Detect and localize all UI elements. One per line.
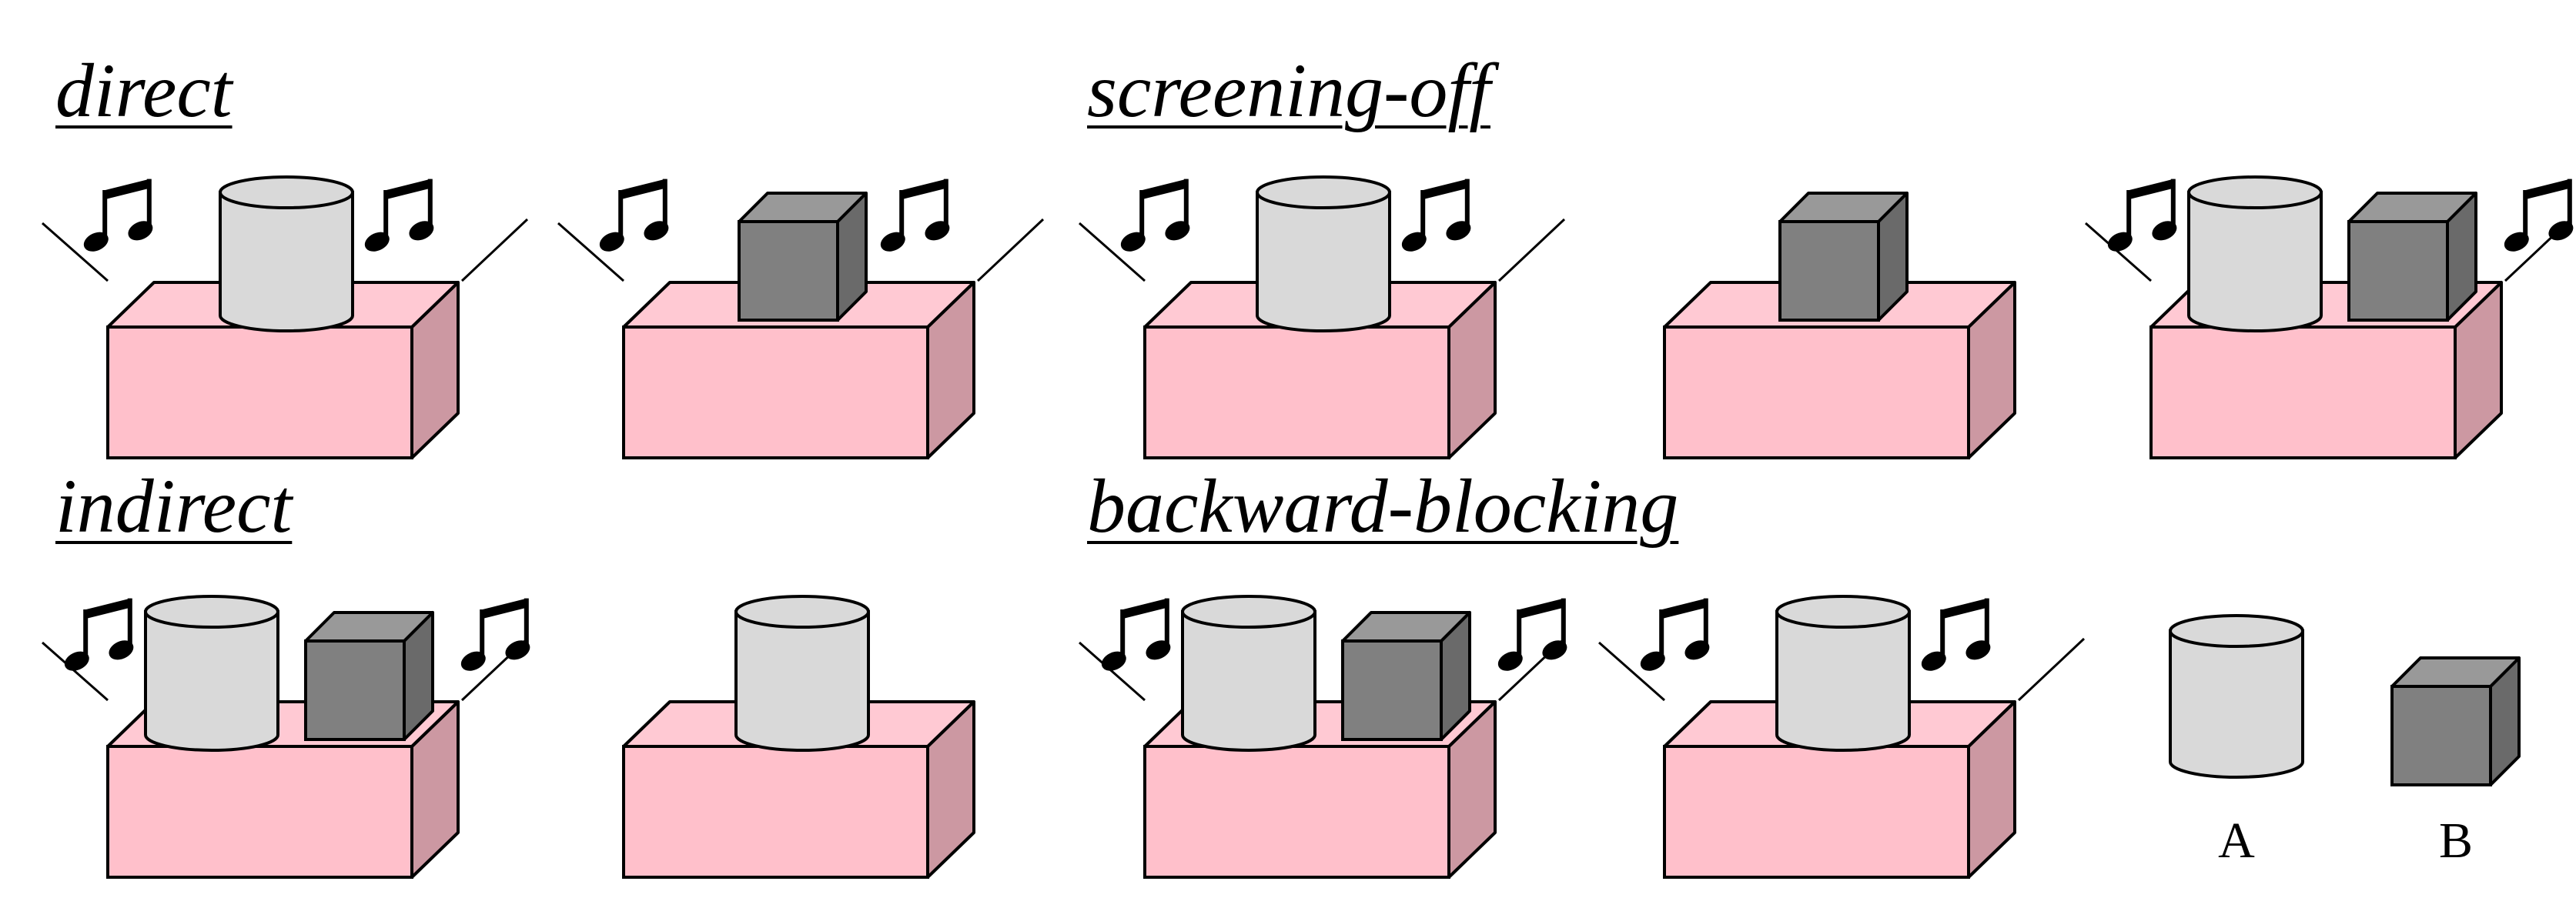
- music-note-icon: [1921, 598, 1991, 671]
- platform-front: [106, 745, 413, 879]
- sound-ray-icon: [1598, 637, 2086, 702]
- panel-7: [622, 595, 975, 879]
- label-backward-blocking: backward-blocking: [1087, 463, 1679, 549]
- sound-ray-icon: [42, 218, 529, 282]
- panel-6: [42, 595, 530, 879]
- legend-label-a: A: [2218, 813, 2255, 869]
- label-direct: direct: [55, 48, 233, 133]
- platform-front: [2149, 325, 2457, 459]
- music-note-icon: [64, 598, 134, 671]
- cylinder-a-top: [2187, 175, 2323, 209]
- cylinder-a-body: [1256, 191, 1391, 332]
- cube-b-front: [2390, 685, 2492, 786]
- cylinder-a-body: [1181, 610, 1316, 752]
- cylinder-a-body: [219, 191, 354, 332]
- cylinder-a-top: [219, 175, 354, 209]
- panel-5: [2085, 175, 2574, 459]
- cylinder-a-top: [2169, 614, 2304, 648]
- music-note-icon: [599, 179, 669, 252]
- cylinder-a-top: [144, 595, 279, 629]
- platform-front: [1663, 745, 1970, 879]
- cylinder-a-body: [2187, 191, 2323, 332]
- cylinder-a-top: [1181, 595, 1316, 629]
- platform-front: [106, 325, 413, 459]
- platform-front: [622, 745, 929, 879]
- legend: [2169, 614, 2521, 786]
- platform-front: [622, 325, 929, 459]
- cylinder-a-top: [1775, 595, 1911, 629]
- music-note-icon: [2107, 179, 2177, 252]
- music-note-icon: [1497, 598, 1567, 671]
- music-note-icon: [1101, 598, 1171, 671]
- music-note-icon: [2504, 179, 2574, 252]
- cube-b-front: [2347, 220, 2449, 322]
- platform-front: [1143, 325, 1450, 459]
- cylinder-a-top: [1256, 175, 1391, 209]
- cube-b-front: [1778, 220, 1880, 322]
- panel-1: [42, 175, 529, 459]
- panel-2: [557, 179, 1045, 459]
- panel-9: [1598, 595, 2086, 879]
- panel-4: [1663, 192, 2016, 459]
- cylinder-a-body: [144, 610, 279, 752]
- music-note-icon: [83, 179, 153, 252]
- cylinder-a-body: [2169, 629, 2304, 779]
- legend-label-b: B: [2438, 813, 2474, 869]
- sound-ray-icon: [1079, 218, 1566, 282]
- music-note-icon: [364, 179, 434, 252]
- cylinder-a-body: [1775, 610, 1911, 752]
- platform-front: [1143, 745, 1450, 879]
- cylinder-a-body: [734, 610, 870, 752]
- music-note-icon: [1640, 598, 1710, 671]
- music-note-icon: [460, 598, 530, 671]
- cylinder-a-top: [734, 595, 870, 629]
- music-note-icon: [1120, 179, 1190, 252]
- cube-b-front: [738, 220, 839, 322]
- label-indirect: indirect: [55, 463, 293, 549]
- platform-front: [1663, 325, 1970, 459]
- cube-b-front: [1341, 639, 1443, 741]
- music-note-icon: [880, 179, 950, 252]
- panel-3: [1079, 175, 1566, 459]
- music-note-icon: [1401, 179, 1471, 252]
- cube-b-front: [304, 639, 406, 741]
- sound-ray-icon: [557, 218, 1045, 282]
- label-screening-off: screening-off: [1087, 48, 1490, 133]
- panel-8: [1079, 595, 1567, 879]
